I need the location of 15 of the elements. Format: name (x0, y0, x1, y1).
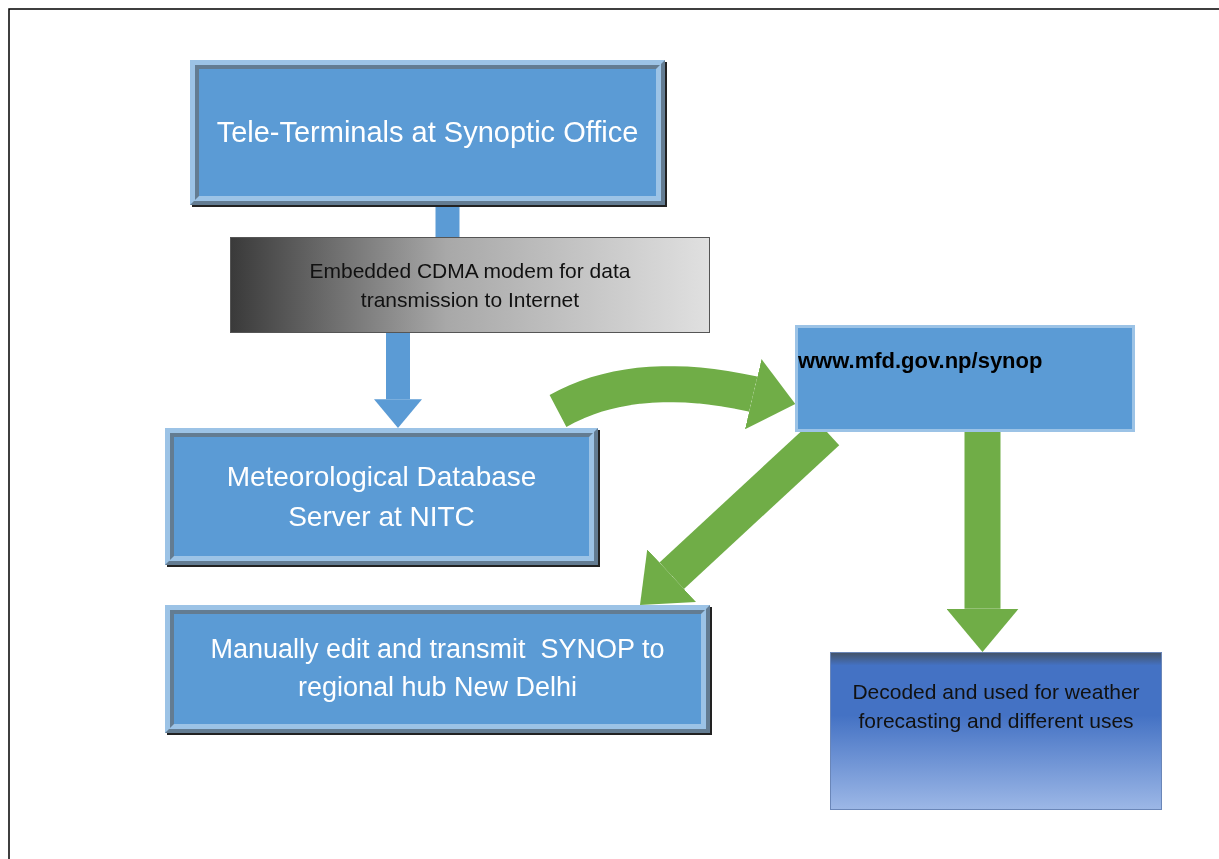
process-box (165, 428, 598, 565)
block-arrow (549, 359, 796, 430)
process-box (830, 652, 1162, 810)
process-box (230, 237, 710, 333)
process-box (795, 325, 1135, 432)
box-label: Manually edit and transmit SYNOP to regional hub New Delhi (209, 633, 666, 704)
box-label: Tele-Terminals at Synoptic Office (216, 115, 639, 151)
process-box (165, 605, 710, 733)
block-arrow (946, 432, 1019, 652)
box-label: www.mfd.gov.np/synop (798, 347, 1043, 375)
block-arrow (374, 333, 422, 428)
box-label: Decoded and used for weather forecasting and different uses (851, 679, 1141, 735)
process-box (190, 60, 665, 205)
box-label: Embedded CDMA modem for data transmission to Internet (308, 257, 632, 313)
box-label: Meteorological Database Server at NITC (225, 460, 538, 534)
